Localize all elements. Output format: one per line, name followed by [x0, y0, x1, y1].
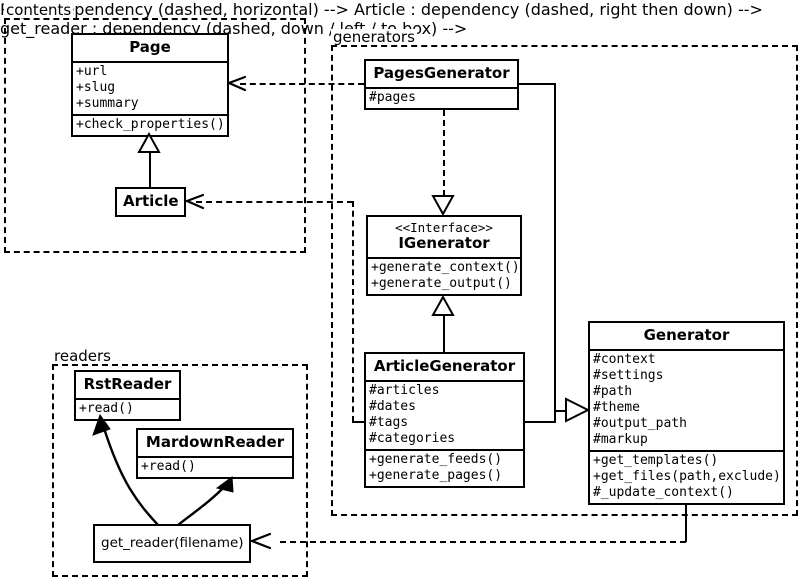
- class-member: #output_path: [593, 416, 687, 431]
- class-member: #dates: [369, 399, 416, 414]
- package-generators: [331, 45, 798, 516]
- class-rstreader[interactable]: RstReader +read(): [74, 370, 181, 421]
- edge-articlegenerator-to-igenerator: [443, 312, 445, 354]
- class-page[interactable]: Page +url +slug +summary +check_properti…: [71, 33, 229, 137]
- class-article[interactable]: Article: [115, 187, 186, 217]
- class-member: #categories: [369, 431, 456, 446]
- class-pagesgenerator-name: PagesGenerator: [373, 64, 510, 82]
- edge-pagesgenerator-uses-page: [240, 83, 364, 85]
- class-igenerator[interactable]: <<Interface>> IGenerator +generate_conte…: [366, 215, 522, 296]
- class-page-name: Page: [129, 38, 171, 56]
- class-mardownreader-operations: +read(): [138, 456, 292, 477]
- package-readers: [52, 364, 308, 577]
- class-article-name: Article: [123, 192, 179, 210]
- class-member: #pages: [369, 90, 416, 105]
- edge-article-to-page: [149, 150, 151, 188]
- class-member: +get_files(path,exclude): [593, 469, 781, 484]
- package-readers-label: readers: [52, 347, 113, 365]
- class-member: #context: [593, 352, 656, 367]
- edge-pagesgenerator-to-generator-h1: [518, 83, 556, 85]
- class-articlegenerator-name: ArticleGenerator: [373, 357, 516, 375]
- class-generator-name: Generator: [643, 326, 730, 344]
- class-member: +check_properties(): [76, 117, 225, 132]
- class-rstreader-name: RstReader: [83, 375, 172, 393]
- package-generators-label: generators: [331, 28, 417, 46]
- edge-pagesgenerator-to-generator-v: [554, 83, 556, 412]
- class-member: +generate_context(): [371, 260, 520, 275]
- package-contents: [4, 18, 306, 253]
- edge-articlegenerator-uses-article-stub: [352, 421, 365, 423]
- class-generator-operations: +get_templates() +get_files(path,exclude…: [590, 450, 783, 503]
- class-page-operations: +check_properties(): [73, 114, 227, 135]
- class-pagesgenerator[interactable]: PagesGenerator #pages: [364, 59, 519, 110]
- class-member: #theme: [593, 400, 640, 415]
- class-articlegenerator-attributes: #articles #dates #tags #categories: [366, 380, 523, 449]
- class-articlegenerator[interactable]: ArticleGenerator #articles #dates #tags …: [364, 352, 525, 488]
- class-member: +read(): [141, 459, 196, 474]
- edge-pagesgenerator-to-generator-h2: [554, 410, 566, 412]
- class-rstreader-operations: +read(): [76, 398, 179, 419]
- edge-generator-uses-getreader-h: [280, 541, 686, 543]
- class-member: +generate_output(): [371, 276, 512, 291]
- edge-articlegenerator-to-generator-h: [524, 421, 556, 423]
- class-member: +generate_feeds(): [369, 452, 503, 467]
- class-igenerator-operations: +generate_context() +generate_output(): [368, 257, 520, 294]
- package-contents-label: contents: [4, 1, 74, 19]
- class-page-attributes: +url +slug +summary: [73, 61, 227, 114]
- class-member: +get_templates(): [593, 453, 719, 468]
- class-mardownreader-name: MardownReader: [145, 433, 285, 451]
- edge-generator-uses-getreader-stub: [685, 500, 687, 542]
- edge-articlegenerator-uses-article-v: [352, 201, 354, 422]
- edge-articlegenerator-to-generator-v: [554, 410, 556, 423]
- edge-articlegenerator-uses-article-h: [196, 201, 353, 203]
- class-generator-attributes: #context #settings #path #theme #output_…: [590, 349, 783, 450]
- class-member: #_update_context(): [593, 485, 734, 500]
- class-mardownreader[interactable]: MardownReader +read(): [136, 428, 294, 479]
- class-igenerator-stereotype: <<Interface>>: [395, 220, 493, 235]
- class-pagesgenerator-attributes: #pages: [366, 87, 517, 108]
- class-member: +generate_pages(): [369, 468, 503, 483]
- class-generator[interactable]: Generator #context #settings #path #them…: [588, 321, 785, 505]
- class-member: +url: [76, 64, 108, 79]
- class-articlegenerator-operations: +generate_feeds() +generate_pages(): [366, 449, 523, 486]
- class-member: #tags: [369, 415, 409, 430]
- class-member: +slug: [76, 80, 116, 95]
- class-member: #articles: [369, 383, 440, 398]
- class-igenerator-name: IGenerator: [398, 234, 490, 252]
- edge-pagesgenerator-to-igenerator: [443, 110, 445, 196]
- class-member: #settings: [593, 368, 664, 383]
- class-member: #path: [593, 384, 633, 399]
- class-member: #markup: [593, 432, 648, 447]
- function-get-reader-name: get_reader(filename): [101, 535, 244, 551]
- function-get-reader[interactable]: get_reader(filename): [93, 524, 251, 563]
- class-member: +read(): [79, 401, 134, 416]
- class-member: +summary: [76, 96, 139, 111]
